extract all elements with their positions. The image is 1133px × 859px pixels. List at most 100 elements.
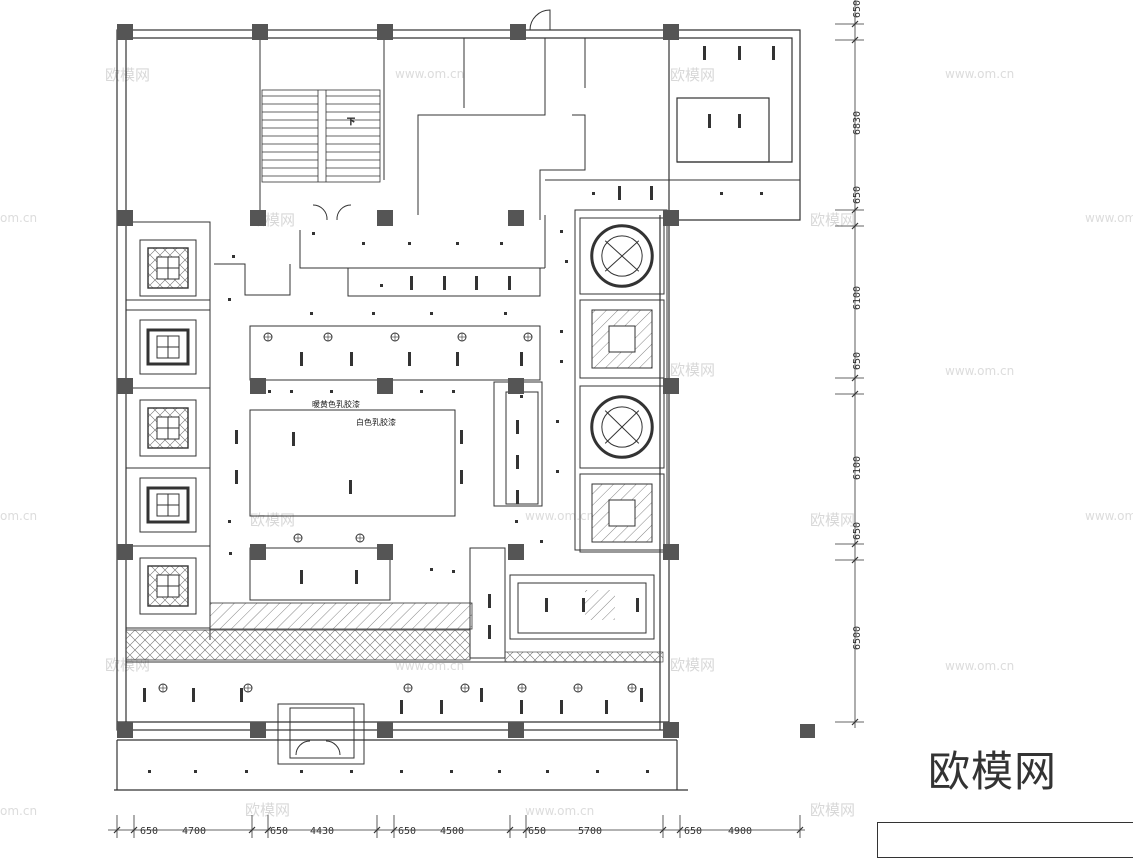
ceiling-panel <box>579 473 665 553</box>
spot-light <box>520 395 523 398</box>
spot-light <box>228 298 231 301</box>
spot-light <box>515 520 518 523</box>
spot-light <box>452 570 455 573</box>
watermark-text: 欧模网 <box>670 656 715 674</box>
spot-light <box>408 242 411 245</box>
strip-light <box>618 186 621 200</box>
column <box>117 378 133 394</box>
column <box>250 378 266 394</box>
strip-light <box>480 688 483 702</box>
spot-light <box>565 260 568 263</box>
watermark-url: www.om.cn <box>525 509 594 523</box>
watermark-text: 欧模网 <box>105 656 150 674</box>
ceiling-panel <box>139 477 197 533</box>
dim-bottom-label: 650 <box>398 826 416 837</box>
panel-frame <box>139 477 197 533</box>
ceiling-panels-left <box>139 239 197 615</box>
strip-light <box>235 430 238 444</box>
column <box>663 378 679 394</box>
watermark-text: 欧模网 <box>670 66 715 84</box>
ceiling-panel <box>139 319 197 375</box>
watermark-url: www.om.cn <box>945 659 1014 673</box>
column <box>508 722 524 738</box>
watermark-url-edge: om.cn <box>0 211 37 225</box>
panel-inner <box>146 486 190 524</box>
outer-walls <box>114 29 801 791</box>
strip-light <box>440 700 443 714</box>
panel-frame <box>139 557 197 615</box>
column <box>117 544 133 560</box>
dim-bottom-label: 650 <box>270 826 288 837</box>
spot-light <box>592 192 595 195</box>
panel-frame <box>579 385 665 469</box>
stair-direction-label: 下 <box>347 117 355 126</box>
strip-light <box>488 625 491 639</box>
dim-bottom-label: 5700 <box>578 826 602 837</box>
spot-light <box>268 390 271 393</box>
panel-ring <box>590 224 654 288</box>
stray-column <box>800 724 815 738</box>
ceiling-panel <box>579 385 665 469</box>
strip-light <box>192 688 195 702</box>
spot-light <box>245 770 248 773</box>
panel-center <box>608 499 636 527</box>
spot-light <box>420 390 423 393</box>
ceiling-panel <box>139 399 197 457</box>
spot-light <box>760 192 763 195</box>
spot-light <box>300 770 303 773</box>
column <box>663 722 679 738</box>
column <box>117 24 133 40</box>
spot-light <box>720 192 723 195</box>
doors <box>289 9 551 759</box>
spot-light <box>596 770 599 773</box>
strip-light <box>292 432 295 446</box>
panel-frame <box>579 473 665 553</box>
panel-cross <box>604 410 640 444</box>
spot-light <box>646 770 649 773</box>
strip-light <box>636 598 639 612</box>
spot-light <box>194 770 197 773</box>
strip-light <box>410 276 413 290</box>
hatch-areas <box>125 590 664 663</box>
spot-light <box>430 312 433 315</box>
dim-right-label: 650 <box>852 0 863 18</box>
column <box>117 210 133 226</box>
column <box>663 544 679 560</box>
strip-light <box>350 352 353 366</box>
strip-light <box>143 688 146 702</box>
watermark-text: 欧模网 <box>245 801 290 819</box>
panel-ring-inner <box>601 235 643 277</box>
light-fixtures <box>143 46 775 773</box>
strip-light <box>605 700 608 714</box>
strip-light <box>235 470 238 484</box>
column <box>250 722 266 738</box>
ceiling-panel <box>139 557 197 615</box>
column <box>508 210 524 226</box>
watermark-url: www.om.cn <box>395 67 464 81</box>
staircase: 下 <box>261 89 381 183</box>
watermark-url: www.om.cn <box>525 804 594 818</box>
strip-light <box>355 570 358 584</box>
dim-right-label: 6500 <box>852 626 863 650</box>
strip-light <box>560 700 563 714</box>
strip-light <box>520 700 523 714</box>
column <box>377 24 393 40</box>
column <box>663 210 679 226</box>
spot-light <box>504 312 507 315</box>
strip-light <box>488 594 491 608</box>
spot-light <box>556 470 559 473</box>
watermark-text: 欧模网 <box>250 511 295 529</box>
strip-light <box>520 352 523 366</box>
brand-logo: 欧模网 <box>928 747 1058 796</box>
dim-right-label: 650 <box>852 352 863 370</box>
strip-light <box>545 598 548 612</box>
watermark-text: 欧模网 <box>810 801 855 819</box>
watermark-text: 欧模网 <box>105 66 150 84</box>
spot-light <box>372 312 375 315</box>
dim-right-label: 6100 <box>852 286 863 310</box>
strip-light <box>708 114 711 128</box>
column <box>252 24 268 40</box>
column <box>377 210 393 226</box>
spot-light <box>560 360 563 363</box>
